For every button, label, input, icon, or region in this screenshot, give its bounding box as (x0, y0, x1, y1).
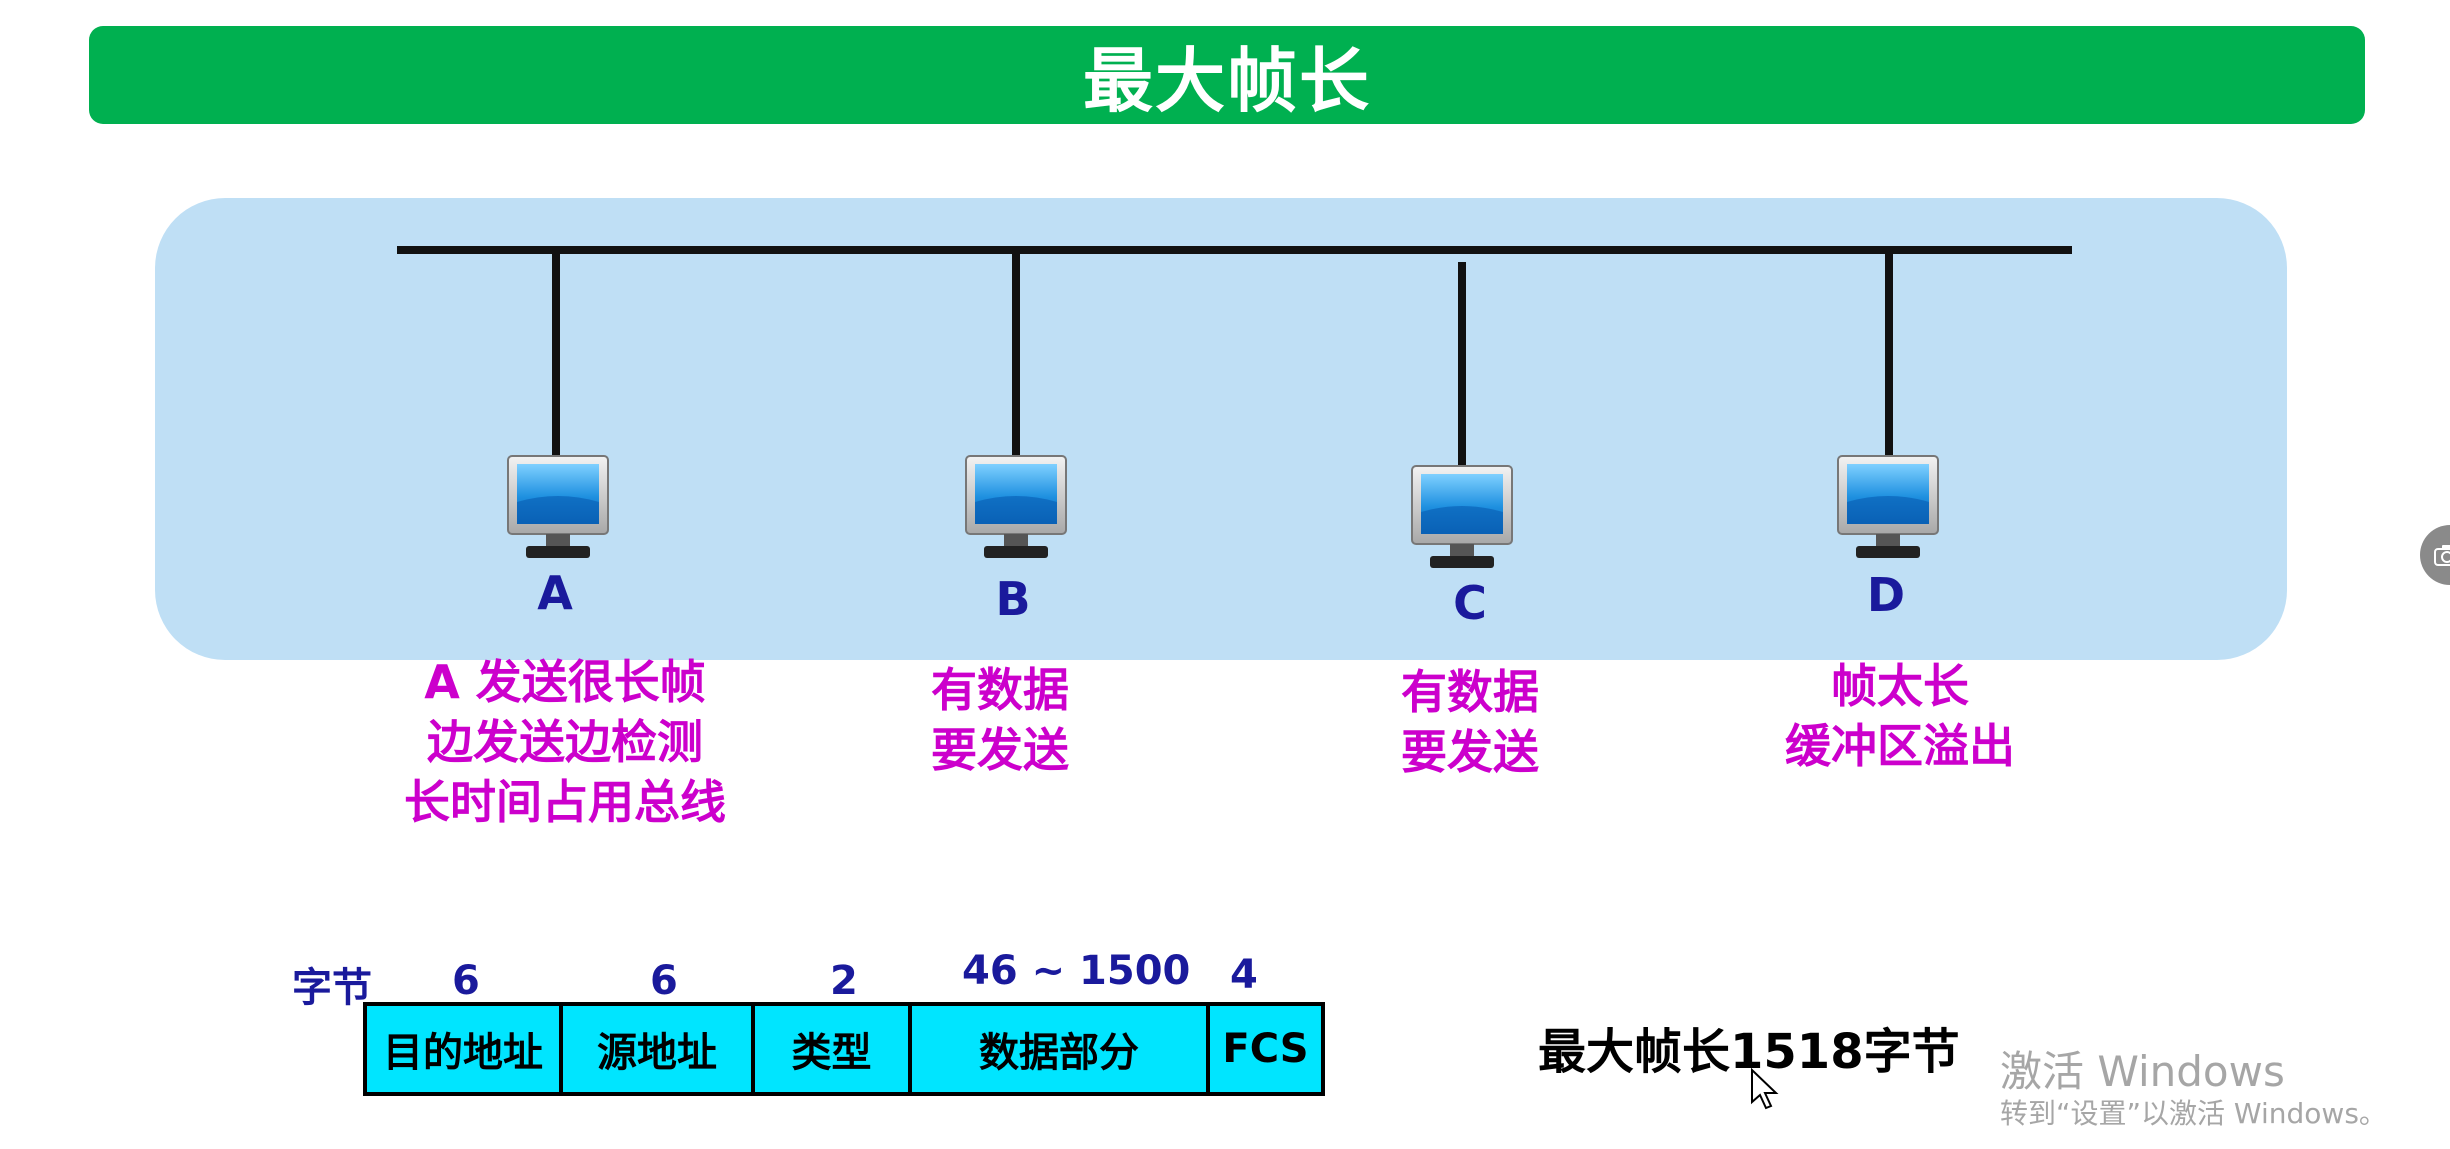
page-title: 最大帧长 (1083, 39, 1371, 122)
frame-field-fcs: FCS (1222, 1026, 1309, 1072)
field-size: 4 (1230, 952, 1258, 998)
frame-field-data: 数据部分 (912, 1006, 1210, 1092)
station-note-a: A 发送很长帧 边发送边检测 长时间占用总线 (385, 652, 745, 832)
title-bar: 最大帧长 (89, 26, 2365, 124)
drop-line-c (1458, 262, 1466, 467)
activation-watermark-subtitle: 转到“设置”以激活 Windows。 (2000, 1097, 2387, 1130)
activation-watermark-title: 激活 Windows (2000, 1047, 2285, 1096)
frame-field-src-addr: 源地址 (563, 1006, 755, 1092)
computer-icon (965, 455, 1067, 558)
computer-icon (507, 455, 609, 558)
note-line: 长时间占用总线 (404, 775, 726, 829)
field-size: 6 (452, 958, 480, 1004)
drop-line-d (1885, 252, 1893, 457)
note-line: 帧太长 (1831, 659, 1969, 713)
drop-line-b (1012, 250, 1020, 455)
note-line: 有数据 (1401, 665, 1539, 719)
lan-panel (155, 198, 2287, 660)
station-note-d: 帧太长 缓冲区溢出 (1740, 656, 2060, 776)
frame-field-dest-addr: 目的地址 (367, 1006, 563, 1092)
station-label-a: A (537, 566, 573, 620)
mouse-cursor-icon (1751, 1068, 1779, 1110)
field-size: 2 (830, 958, 858, 1004)
station-label-d: D (1866, 568, 1906, 622)
bus-line (397, 246, 2072, 254)
field-size: 46 ~ 1500 (962, 948, 1191, 994)
field-size: 6 (650, 958, 678, 1004)
note-line: A 发送很长帧 (424, 655, 706, 709)
note-line: 缓冲区溢出 (1785, 719, 2015, 773)
frame-format-table: 目的地址 源地址 类型 数据部分 FCS (363, 1002, 1325, 1096)
note-line: 有数据 (931, 663, 1069, 717)
bytes-unit-label: 字节 (292, 965, 372, 1011)
computer-icon (1837, 455, 1939, 558)
station-label-c: C (1453, 576, 1487, 630)
frame-field-type: 类型 (755, 1006, 912, 1092)
station-note-c: 有数据 要发送 (1350, 662, 1590, 782)
note-line: 要发送 (1401, 725, 1539, 779)
camera-icon[interactable] (2420, 525, 2450, 585)
note-line: 要发送 (931, 723, 1069, 777)
station-label-b: B (995, 572, 1031, 626)
camera-glyph (2434, 545, 2450, 566)
station-note-b: 有数据 要发送 (880, 660, 1120, 780)
max-frame-length-text: 最大帧长1518字节 (1538, 1024, 1960, 1080)
note-line: 边发送边检测 (427, 715, 703, 769)
drop-line-a (552, 250, 560, 455)
computer-icon (1411, 465, 1513, 568)
